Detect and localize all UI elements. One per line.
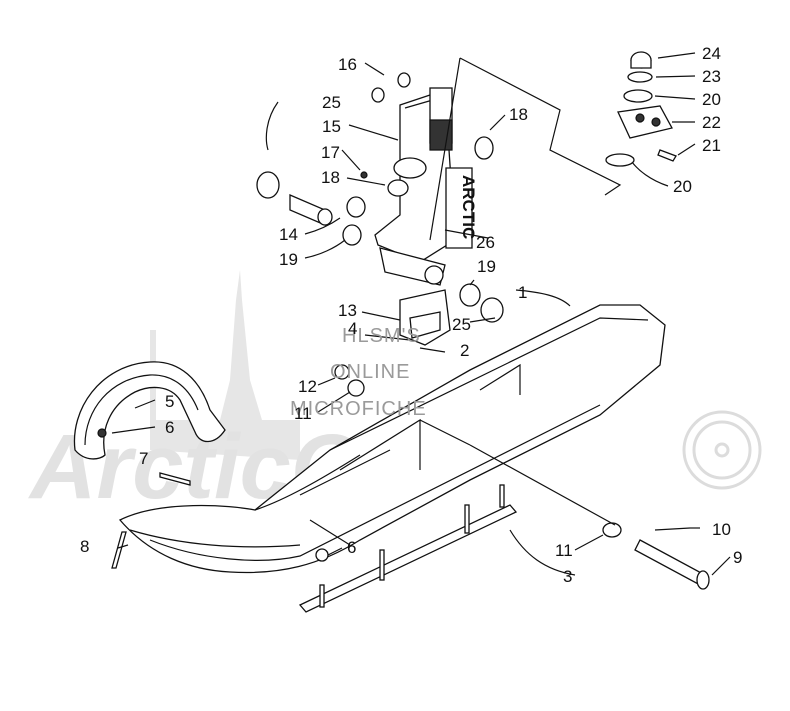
callout-10: 10 xyxy=(712,520,731,539)
bracket-line xyxy=(459,57,622,196)
callout-20-lower: 20 xyxy=(673,177,692,196)
callout-13: 13 xyxy=(338,301,357,320)
callout-19-right: 19 xyxy=(477,257,496,276)
ski-body xyxy=(118,304,666,574)
callout-21: 21 xyxy=(702,136,721,155)
callout-6-upper: 6 xyxy=(165,418,174,437)
callout-12: 12 xyxy=(298,377,317,396)
arctic-stamp: ARCTIC xyxy=(445,167,478,249)
callout-26: 26 xyxy=(476,233,495,252)
wear-bar xyxy=(298,484,518,613)
callout-5: 5 xyxy=(165,392,174,411)
callout-17: 17 xyxy=(321,143,340,162)
callout-18-left: 18 xyxy=(321,168,340,187)
callout-4: 4 xyxy=(348,319,357,338)
callout-19-left: 19 xyxy=(279,250,298,269)
overlay-watermark: HLSM'S ONLINE MICROFICHE xyxy=(290,325,427,420)
callout-14: 14 xyxy=(279,225,298,244)
callout-2: 2 xyxy=(460,341,469,360)
callout-24: 24 xyxy=(702,44,721,63)
callout-23: 23 xyxy=(702,67,721,86)
callout-8: 8 xyxy=(80,537,89,556)
leader-lines xyxy=(111,52,731,576)
callout-11-right: 11 xyxy=(555,541,573,560)
callout-25-lower: 25 xyxy=(452,315,471,334)
callout-18-right: 18 xyxy=(509,105,528,124)
callout-11-left: 11 xyxy=(294,404,312,423)
watermark-skyline xyxy=(150,270,300,460)
overlay-line-1: HLSM'S xyxy=(342,325,421,347)
overlay-line-3: MICROFICHE xyxy=(290,398,427,420)
callout-16: 16 xyxy=(338,55,357,74)
callout-22: 22 xyxy=(702,113,721,132)
callout-7: 7 xyxy=(139,449,148,468)
bushing-right xyxy=(459,136,504,323)
stamp-text: ARCTIC xyxy=(459,175,478,239)
callout-25-upper: 25 xyxy=(322,93,341,112)
bumper-handle xyxy=(73,361,226,460)
callout-9: 9 xyxy=(733,548,742,567)
spindle-leader-line xyxy=(429,57,461,241)
callout-20-upper: 20 xyxy=(702,90,721,109)
callout-labels: 1 2 3 4 5 6 6 7 8 9 10 11 11 12 13 14 15… xyxy=(80,44,742,586)
bushing-left xyxy=(256,171,366,246)
callout-1: 1 xyxy=(518,283,527,302)
callout-6-lower: 6 xyxy=(347,538,356,557)
fasteners xyxy=(97,72,710,590)
callout-15: 15 xyxy=(322,117,341,136)
watermark-wheel xyxy=(682,410,762,490)
spindle xyxy=(374,87,456,286)
overlay-line-2: ONLINE xyxy=(330,361,410,383)
callout-3: 3 xyxy=(563,567,572,586)
cap-assembly xyxy=(605,51,677,167)
saddle-block xyxy=(399,289,451,346)
